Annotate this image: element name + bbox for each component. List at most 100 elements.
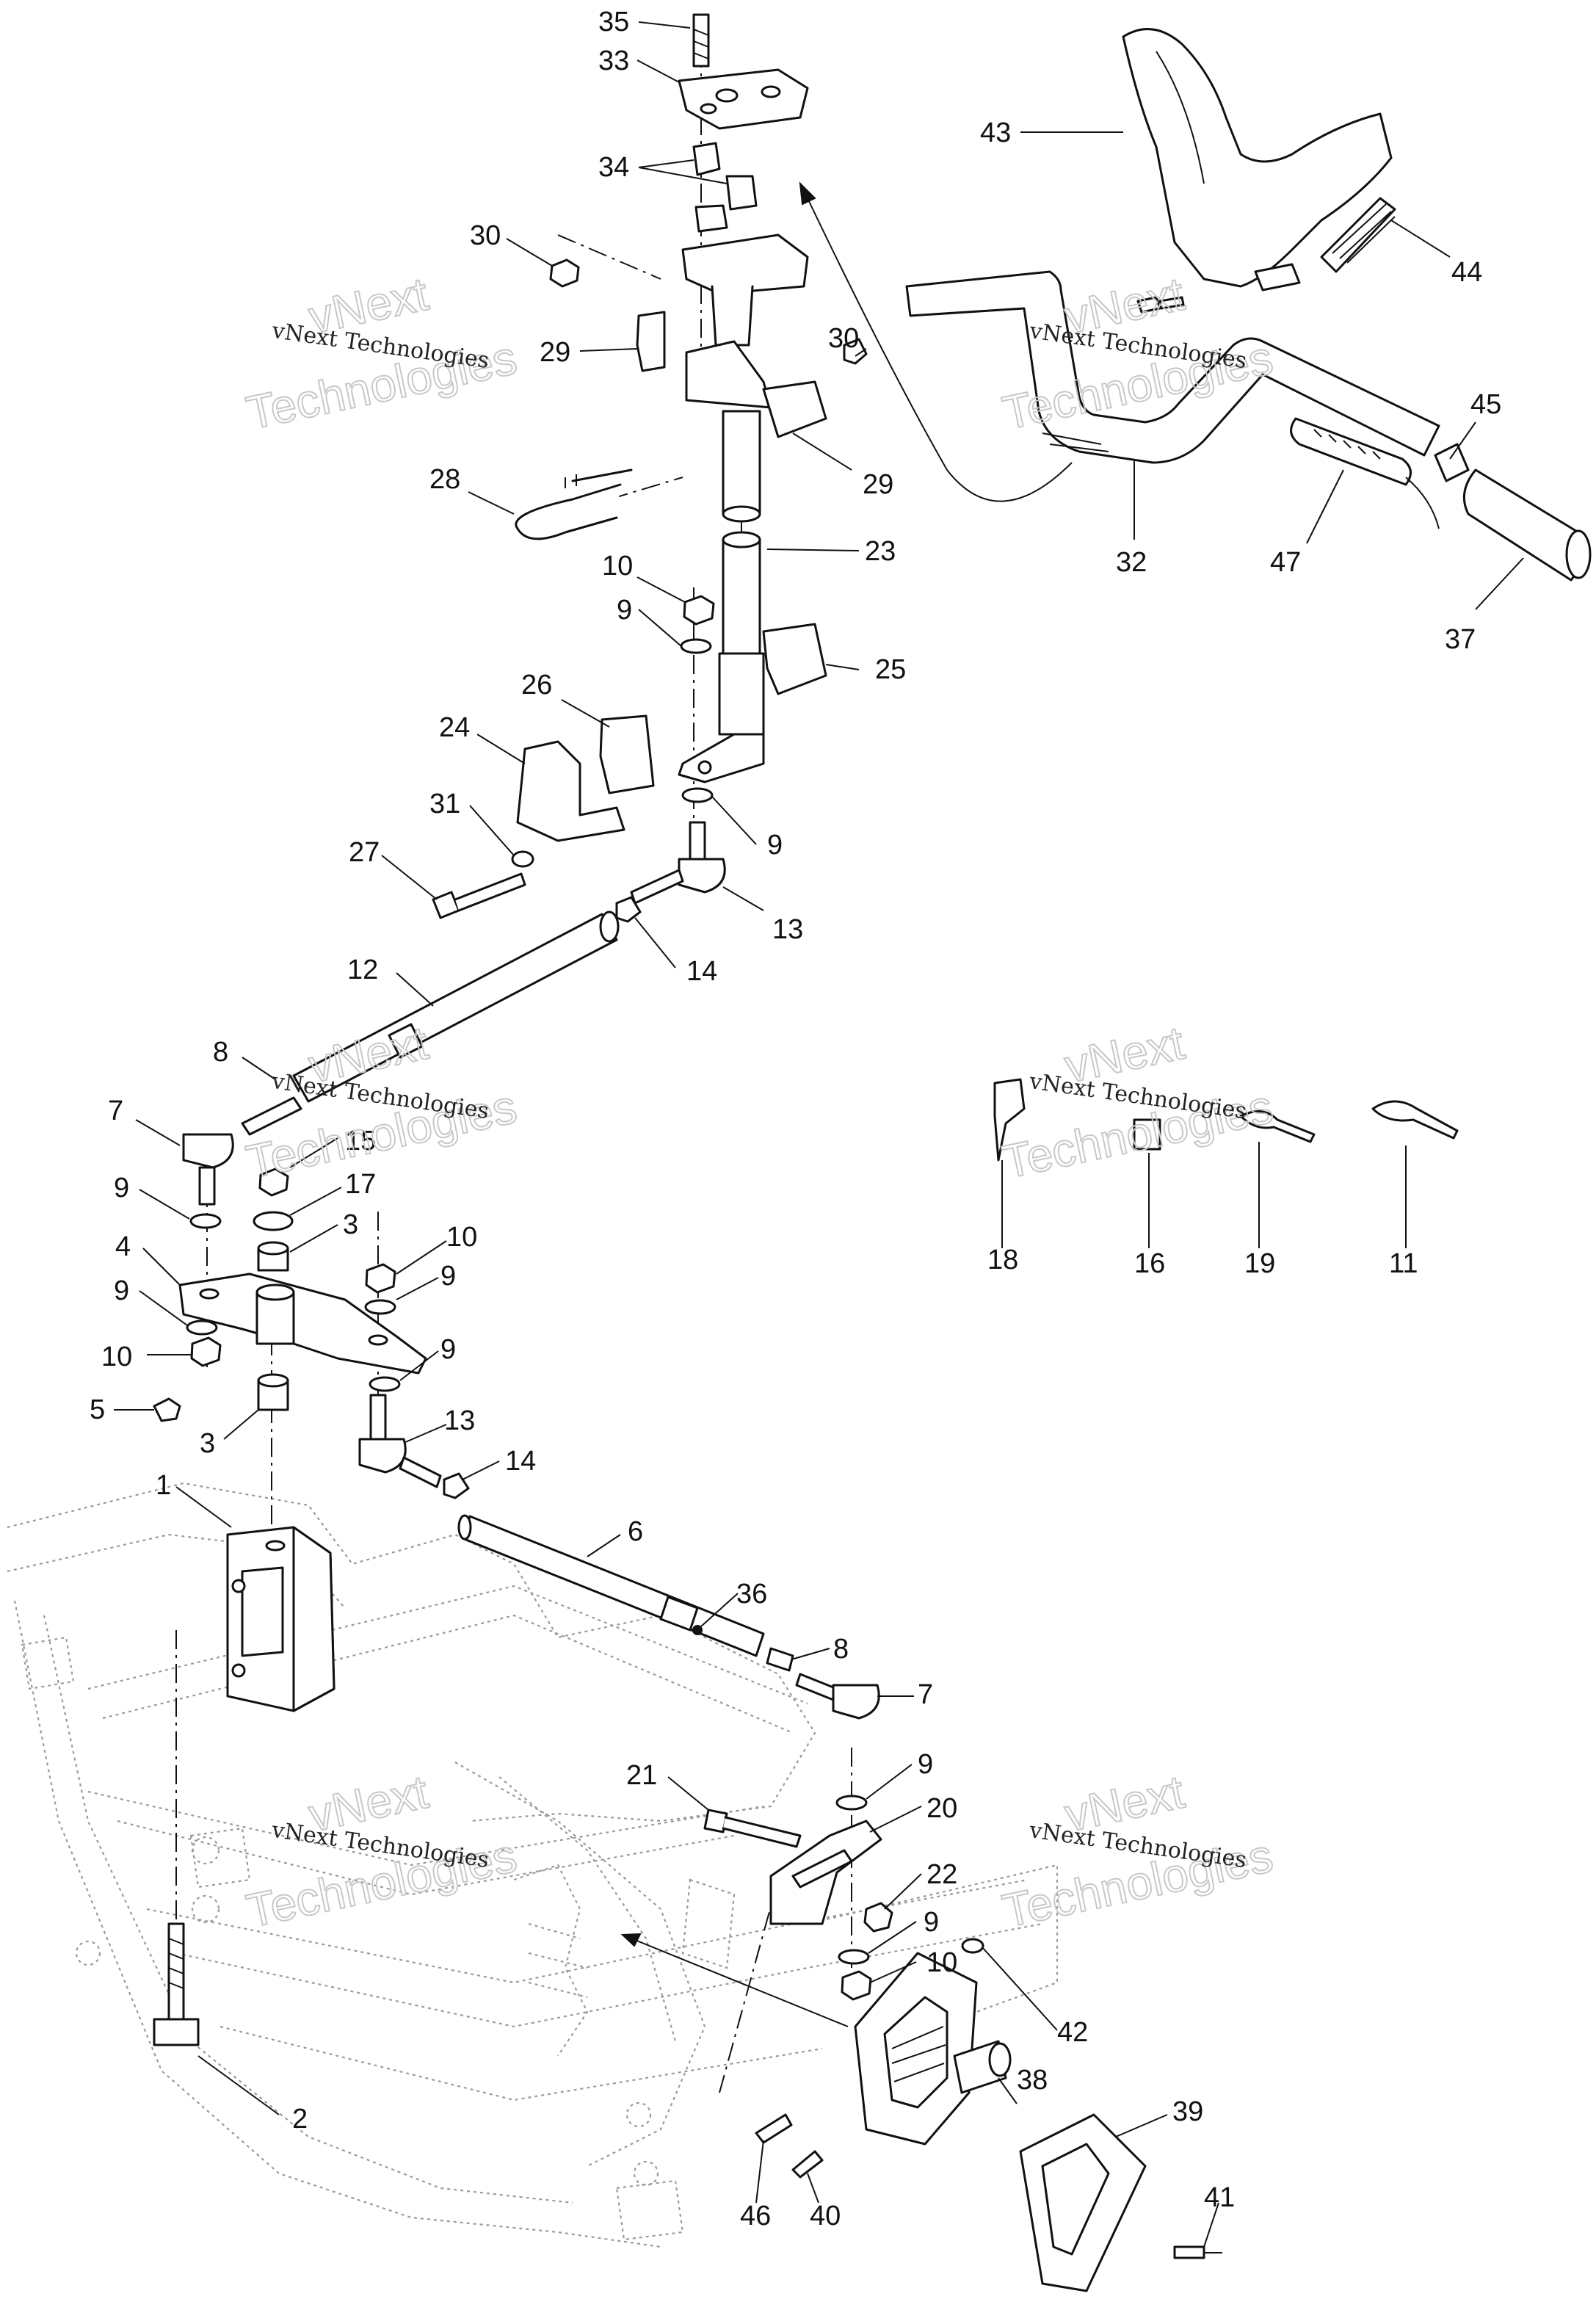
callout-18: 18 [987, 1245, 1018, 1275]
nut-15 [258, 1167, 289, 1197]
callout-44: 44 [1451, 257, 1482, 288]
washer-9-bottom [838, 1949, 870, 1965]
callout-10-left: 10 [101, 1342, 132, 1372]
column-tube-upper [722, 410, 761, 523]
bolt-21 [703, 1809, 802, 1848]
washer-9-left-lower [186, 1319, 218, 1336]
throttle-grip-47 [1290, 417, 1440, 529]
callout-9-lower-right: 9 [918, 1749, 933, 1780]
grip-pad-44 [1320, 197, 1396, 273]
nut-30-right [843, 338, 868, 365]
callout-19: 19 [1244, 1248, 1275, 1279]
routing-arrow-upper [799, 181, 1073, 502]
callout-17: 17 [345, 1169, 376, 1200]
callout-32: 32 [1116, 547, 1147, 578]
callout-21: 21 [626, 1760, 657, 1791]
steering-rod-12 [292, 910, 620, 1103]
callout-36: 36 [736, 1579, 767, 1610]
steering-arm-20 [769, 1820, 882, 1925]
ball-joint-13-upper [630, 821, 726, 905]
callout-8-upper: 8 [213, 1037, 228, 1068]
bushing-26 [599, 714, 655, 794]
u-bolt-28 [515, 468, 633, 540]
bushing-halves-34 [692, 142, 758, 233]
screw-pad [1136, 296, 1185, 314]
callout-33: 33 [598, 46, 629, 76]
nut-10-left [190, 1336, 222, 1367]
washer-9-lower-right [835, 1795, 868, 1811]
callout-30-left: 30 [470, 220, 501, 251]
callout-12: 12 [347, 955, 378, 985]
callout-30-right: 30 [828, 323, 859, 354]
steering-boot-38 [854, 1952, 1012, 2146]
ball-joint-13-lower [358, 1394, 442, 1488]
callout-9-left-upper: 9 [114, 1173, 129, 1203]
callout-40: 40 [810, 2201, 841, 2231]
tie-rod-end-8-lower [766, 1647, 794, 1672]
nut-10-right-arm [365, 1263, 396, 1294]
callout-24: 24 [439, 712, 470, 743]
handlebar-pad-43 [1122, 28, 1393, 292]
callout-31: 31 [429, 789, 460, 819]
callout-26: 26 [521, 670, 552, 700]
cable-tie-11 [1371, 1100, 1459, 1140]
callout-9-right-arm-2: 9 [440, 1334, 456, 1365]
bolt-35 [692, 13, 710, 68]
callout-37: 37 [1445, 624, 1476, 655]
nut-22 [863, 1902, 893, 1933]
callout-22: 22 [926, 1859, 957, 1890]
callout-10-right-arm: 10 [446, 1222, 477, 1253]
column-lower-collar [678, 652, 765, 783]
callout-29-right: 29 [863, 469, 893, 500]
callout-labels: 35 33 34 30 30 29 29 28 23 10 9 25 26 24… [90, 7, 1501, 2231]
callout-3-upper: 3 [343, 1209, 358, 1240]
nut-30-left [549, 258, 580, 288]
bolt-27 [432, 872, 526, 919]
callout-9-bottom: 9 [924, 1907, 939, 1938]
grease-fitting-5 [153, 1397, 181, 1422]
routing-arrow-lower [620, 1933, 849, 2027]
washer-9-right-arm-1 [364, 1299, 396, 1315]
sleeve-36 [692, 1625, 703, 1635]
callout-7-lower: 7 [918, 1679, 933, 1710]
callout-3-lower: 3 [200, 1428, 215, 1459]
ball-joint-7-lower [795, 1673, 880, 1720]
callout-38: 38 [1017, 2065, 1048, 2096]
callout-28: 28 [429, 464, 460, 495]
callout-43: 43 [980, 117, 1011, 148]
washer-42 [961, 1938, 984, 1954]
callout-8-lower: 8 [833, 1634, 849, 1665]
callout-15: 15 [345, 1126, 376, 1156]
callout-10-column: 10 [602, 551, 633, 582]
handlebar-32 [905, 270, 1440, 464]
callout-35: 35 [598, 7, 629, 37]
washer-9-column [680, 638, 712, 654]
callout-9-left-lower: 9 [114, 1275, 129, 1306]
clamp-cap-33 [678, 68, 809, 130]
plate-39 [1019, 2113, 1147, 2292]
washer-17 [253, 1211, 294, 1231]
callout-29-left: 29 [540, 337, 570, 368]
callout-13-lower: 13 [444, 1405, 475, 1436]
callout-25: 25 [875, 654, 906, 685]
terminal-18 [993, 1078, 1026, 1162]
steering-arm-4 [178, 1272, 427, 1375]
callout-4: 4 [115, 1231, 131, 1262]
callout-14-upper: 14 [686, 956, 717, 987]
callout-6: 6 [628, 1516, 643, 1547]
callout-34: 34 [598, 152, 629, 183]
callout-14-lower: 14 [505, 1446, 536, 1477]
rivet-40 [791, 2150, 824, 2179]
nut-10-column [683, 595, 715, 626]
callout-41: 41 [1204, 2182, 1235, 2213]
callout-10-bottom: 10 [926, 1947, 957, 1978]
callout-20: 20 [926, 1793, 957, 1824]
callout-27: 27 [349, 837, 380, 868]
washer-9-left-upper [189, 1213, 222, 1229]
nut-14-lower [443, 1472, 470, 1499]
callout-23: 23 [865, 536, 896, 567]
rivet-46 [755, 2113, 793, 2144]
callout-7-upper: 7 [108, 1096, 123, 1126]
callout-11: 11 [1389, 1248, 1418, 1279]
rivet-41 [1173, 2245, 1222, 2259]
